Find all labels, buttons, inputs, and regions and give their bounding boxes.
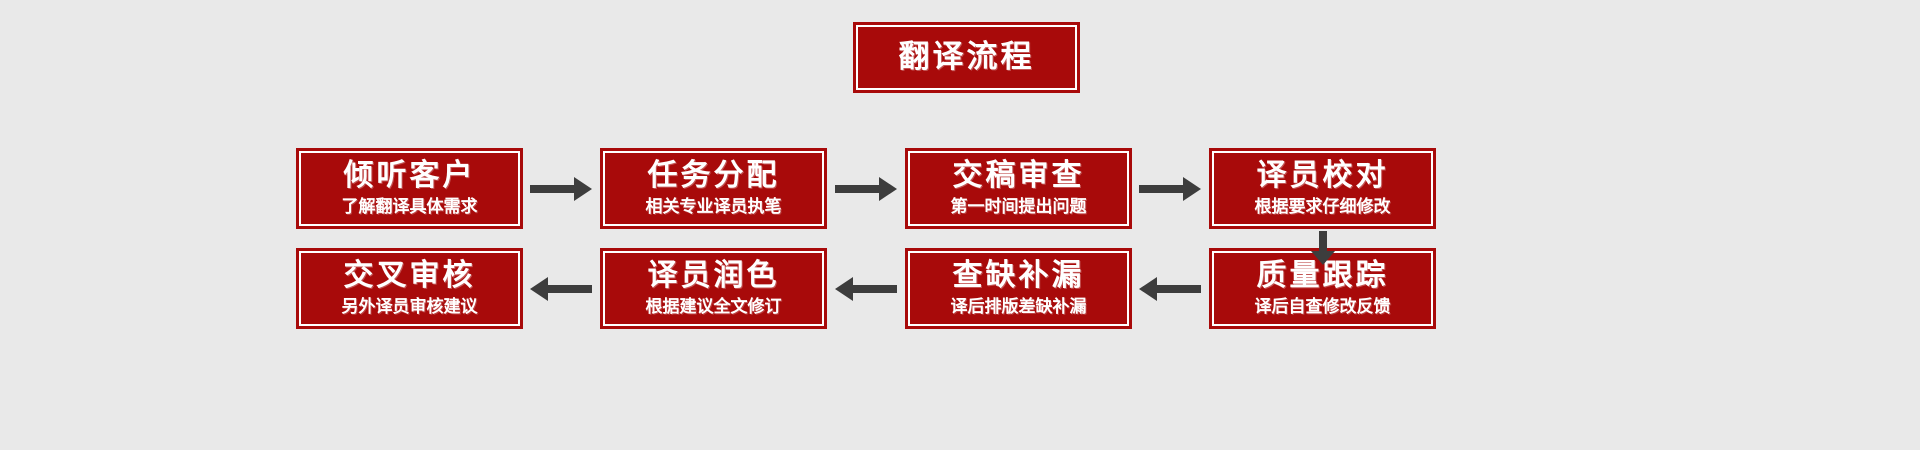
step-title: 交叉审核 xyxy=(343,258,476,294)
process-step-gap-filling: 查缺补漏 译后排版差缺补漏 xyxy=(905,248,1132,329)
arrow-down-icon xyxy=(1308,231,1338,265)
step-subtitle: 根据要求仔细修改 xyxy=(1254,196,1391,217)
step-subtitle: 另外译员审核建议 xyxy=(341,296,478,317)
flowchart-title-box: 翻译流程 xyxy=(853,22,1080,93)
process-step-listen-to-customer: 倾听客户 了解翻译具体需求 xyxy=(296,148,523,229)
step-subtitle: 了解翻译具体需求 xyxy=(341,196,478,217)
step-subtitle: 第一时间提出问题 xyxy=(950,196,1087,217)
process-step-translator-proofreading: 译员校对 根据要求仔细修改 xyxy=(1209,148,1436,229)
arrow-right-icon xyxy=(1139,174,1201,204)
step-subtitle: 译后排版差缺补漏 xyxy=(950,296,1087,317)
step-subtitle: 根据建议全文修订 xyxy=(645,296,782,317)
arrow-left-icon xyxy=(1139,274,1201,304)
arrow-right-icon xyxy=(835,174,897,204)
step-title: 译员校对 xyxy=(1256,158,1389,194)
step-title: 倾听客户 xyxy=(343,158,476,194)
process-step-translator-polishing: 译员润色 根据建议全文修订 xyxy=(600,248,827,329)
step-title: 译员润色 xyxy=(647,258,780,294)
step-title: 质量跟踪 xyxy=(1256,258,1389,294)
arrow-left-icon xyxy=(835,274,897,304)
process-step-cross-review: 交叉审核 另外译员审核建议 xyxy=(296,248,523,329)
step-subtitle: 译后自查修改反馈 xyxy=(1254,296,1391,317)
step-title: 任务分配 xyxy=(647,158,780,194)
process-step-submission-review: 交稿审查 第一时间提出问题 xyxy=(905,148,1132,229)
flowchart-title-text: 翻译流程 xyxy=(898,39,1035,76)
step-title: 查缺补漏 xyxy=(952,258,1085,294)
arrow-right-icon xyxy=(530,174,592,204)
step-title: 交稿审查 xyxy=(952,158,1085,194)
process-step-task-assignment: 任务分配 相关专业译员执笔 xyxy=(600,148,827,229)
arrow-left-icon xyxy=(530,274,592,304)
step-subtitle: 相关专业译员执笔 xyxy=(645,196,782,217)
